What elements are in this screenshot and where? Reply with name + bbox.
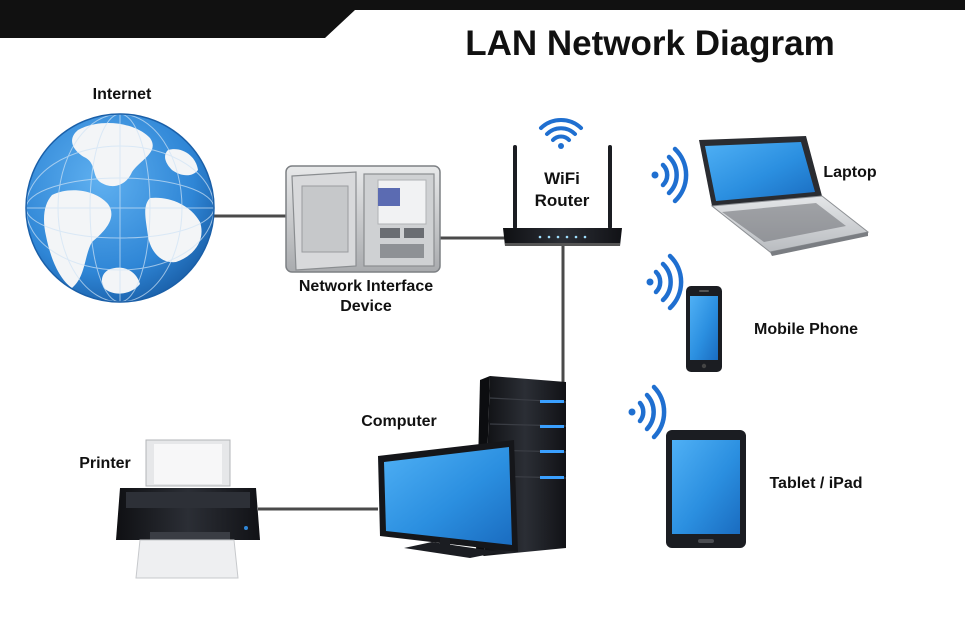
label-router-line1: WiFi bbox=[544, 169, 580, 188]
label-router-line2: Router bbox=[534, 191, 590, 210]
wifi-router-icon bbox=[503, 145, 622, 246]
printer-icon bbox=[116, 439, 260, 579]
network-interface-box-icon bbox=[285, 165, 441, 273]
label-laptop: Laptop bbox=[823, 164, 877, 181]
globe-icon bbox=[25, 113, 215, 303]
mobile-phone-icon bbox=[686, 286, 722, 372]
laptop-wifi-signal-icon bbox=[651, 146, 689, 204]
tablet-icon bbox=[666, 430, 746, 548]
cables bbox=[212, 214, 565, 511]
phone-wifi-signal-icon bbox=[646, 253, 684, 311]
tablet-wifi-signal-icon bbox=[628, 384, 667, 440]
label-network-interface-device: Network Interface Device bbox=[281, 278, 451, 316]
monitor-icon bbox=[378, 440, 518, 558]
label-computer: Computer bbox=[361, 413, 437, 430]
label-nid-line1: Network Interface bbox=[298, 278, 434, 295]
laptop-icon bbox=[699, 136, 870, 256]
router-wifi-signal-icon bbox=[539, 118, 583, 149]
label-mobile-phone: Mobile Phone bbox=[754, 321, 858, 338]
header-bar bbox=[0, 0, 965, 38]
label-printer: Printer bbox=[79, 455, 131, 472]
label-nid-line2: Device bbox=[340, 298, 392, 315]
label-internet: Internet bbox=[92, 86, 152, 103]
page-title: LAN Network Diagram bbox=[465, 24, 835, 63]
label-tablet: Tablet / iPad bbox=[769, 475, 863, 492]
label-wifi-router: WiFi Router bbox=[522, 168, 602, 212]
